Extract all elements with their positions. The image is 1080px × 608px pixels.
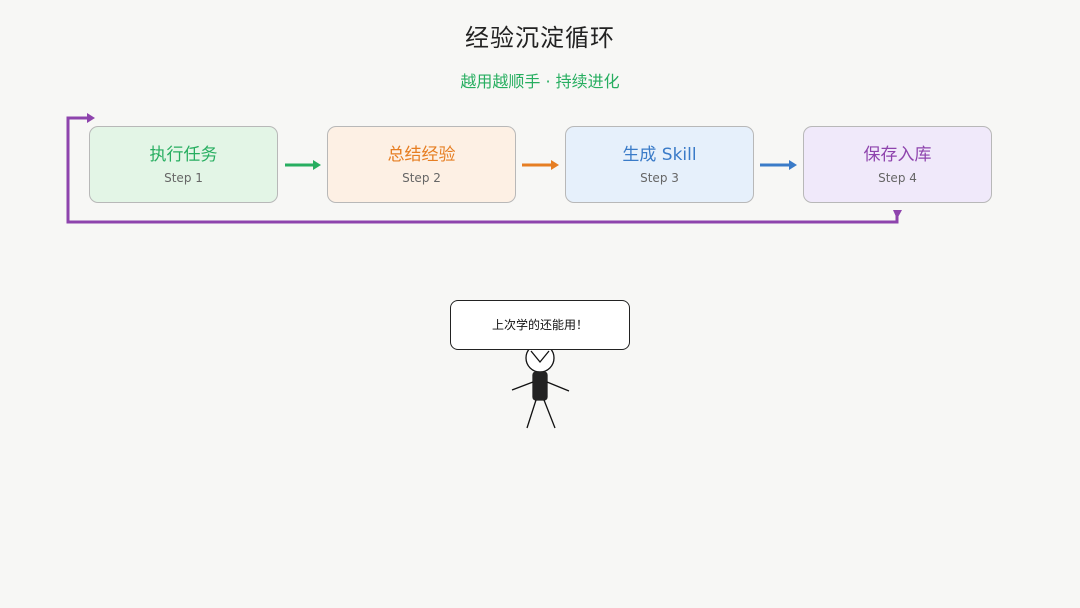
step-label: 总结经验 bbox=[387, 145, 456, 165]
step-label: 执行任务 bbox=[149, 145, 218, 165]
feedback-loop-arrow bbox=[66, 113, 902, 224]
step-box-execute-task: 执行任务 Step 1 bbox=[89, 126, 278, 203]
step-box-save-to-library: 保存入库 Step 4 bbox=[803, 126, 992, 203]
step-number: Step 2 bbox=[402, 171, 441, 185]
step-number: Step 3 bbox=[640, 171, 679, 185]
diagram-subtitle: 越用越顺手 · 持续进化 bbox=[460, 72, 620, 91]
step-box-summarize-experience: 总结经验 Step 2 bbox=[327, 126, 516, 203]
step-label: 生成 Skill bbox=[622, 145, 697, 165]
step-number: Step 1 bbox=[164, 171, 203, 185]
diagram-title: 经验沉淀循环 bbox=[465, 24, 615, 52]
arrow-step1-to-step2 bbox=[285, 160, 321, 170]
speech-bubble: 上次学的还能用！ bbox=[450, 300, 630, 350]
arrow-step3-to-step4 bbox=[760, 160, 797, 170]
step-number: Step 4 bbox=[878, 171, 917, 185]
stick-figure-body bbox=[532, 371, 548, 401]
stick-figure bbox=[511, 343, 570, 429]
step-label: 保存入库 bbox=[863, 145, 932, 165]
arrow-step2-to-step3 bbox=[522, 160, 559, 170]
step-box-generate-skill: 生成 Skill Step 3 bbox=[565, 126, 754, 203]
